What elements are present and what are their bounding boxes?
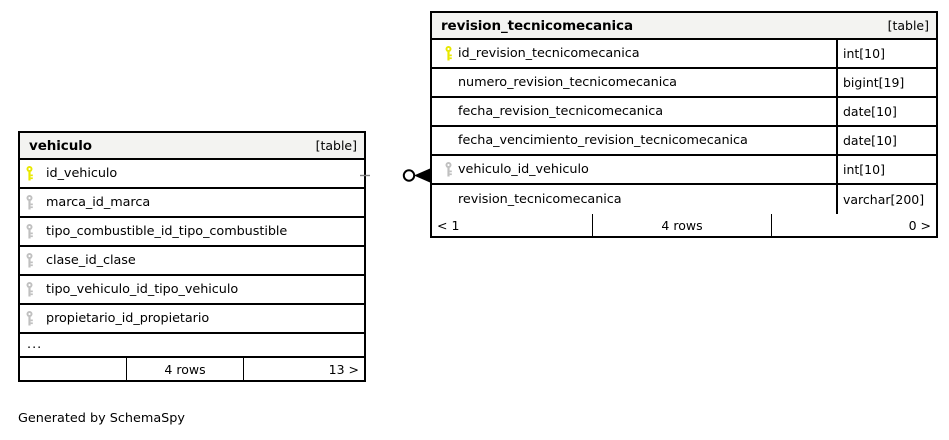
- column-name-cell: id_revision_tecnicomecanica: [432, 40, 836, 67]
- footer-prev-link[interactable]: [20, 358, 126, 380]
- table-title: vehiculo: [29, 137, 92, 154]
- footer-row-count: 4 rows: [126, 358, 244, 380]
- table-type-tag: [table]: [315, 138, 357, 153]
- column-type-cell: varchar[200]: [836, 185, 936, 214]
- key-icon-gray: [20, 276, 39, 303]
- key-icon-yellow: [20, 160, 39, 187]
- table-header-vehiculo: vehiculo [table]: [20, 133, 364, 160]
- diagram-caption: Generated by SchemaSpy: [18, 411, 185, 426]
- column-type-cell: int[10]: [836, 40, 936, 67]
- table-type-tag: [table]: [887, 18, 929, 33]
- table-row[interactable]: fecha_vencimiento_revision_tecnicomecani…: [432, 127, 936, 156]
- table-row[interactable]: tipo_combustible_id_tipo_combustible: [20, 218, 364, 247]
- entity-table-vehiculo[interactable]: vehiculo [table] id_vehiculo: [18, 131, 366, 382]
- table-row[interactable]: revision_tecnicomecanica varchar[200]: [432, 185, 936, 214]
- table-footer-revision-tecnicomecanica: < 1 4 rows 0 >: [432, 214, 936, 236]
- key-icon-gray: [20, 189, 39, 216]
- key-icon-placeholder: [439, 69, 458, 96]
- column-name-cell: numero_revision_tecnicomecanica: [432, 69, 836, 96]
- column-name-cell: fecha_vencimiento_revision_tecnicomecani…: [432, 127, 836, 154]
- truncation-indicator: ...: [20, 334, 364, 358]
- table-row[interactable]: marca_id_marca: [20, 189, 364, 218]
- footer-row-count: 4 rows: [592, 214, 772, 236]
- key-icon-yellow: [439, 40, 458, 67]
- key-icon-gray: [439, 156, 458, 183]
- key-icon-gray: [20, 247, 39, 274]
- column-name-cell: revision_tecnicomecanica: [432, 185, 836, 214]
- entity-table-revision-tecnicomecanica[interactable]: revision_tecnicomecanica [table]: [430, 11, 938, 238]
- column-name-cell: marca_id_marca: [46, 195, 151, 210]
- table-row[interactable]: propietario_id_propietario: [20, 305, 364, 334]
- column-name-cell: id_vehiculo: [46, 166, 118, 181]
- column-name-cell: tipo_vehiculo_id_tipo_vehiculo: [46, 282, 239, 297]
- footer-prev-link[interactable]: < 1: [437, 217, 460, 233]
- relationship-connector: [360, 168, 430, 183]
- column-type-cell: int[10]: [836, 156, 936, 183]
- table-header-revision-tecnicomecanica: revision_tecnicomecanica [table]: [432, 13, 936, 40]
- key-icon-placeholder: [439, 185, 458, 214]
- column-name-cell: vehiculo_id_vehiculo: [432, 156, 836, 183]
- column-name-cell: tipo_combustible_id_tipo_combustible: [46, 224, 288, 239]
- column-name-cell: clase_id_clase: [46, 253, 136, 268]
- table-footer-vehiculo: 4 rows 13 >: [20, 358, 364, 380]
- column-list-revision-tecnicomecanica: id_revision_tecnicomecanica int[10] nume…: [432, 40, 936, 214]
- table-row[interactable]: clase_id_clase: [20, 247, 364, 276]
- footer-next-link[interactable]: 13 >: [328, 361, 359, 377]
- column-list-vehiculo: id_vehiculo marca_id_marca: [20, 160, 364, 358]
- key-icon-placeholder: [439, 98, 458, 125]
- key-icon-placeholder: [439, 127, 458, 154]
- table-row[interactable]: id_vehiculo: [20, 160, 364, 189]
- table-row[interactable]: vehiculo_id_vehiculo int[10]: [432, 156, 936, 185]
- column-type-cell: date[10]: [836, 98, 936, 125]
- column-name-cell: fecha_revision_tecnicomecanica: [432, 98, 836, 125]
- table-title: revision_tecnicomecanica: [441, 17, 633, 34]
- key-icon-gray: [20, 305, 39, 332]
- footer-next-link[interactable]: 0 >: [908, 217, 931, 233]
- table-row[interactable]: tipo_vehiculo_id_tipo_vehiculo: [20, 276, 364, 305]
- column-name-cell: propietario_id_propietario: [46, 311, 210, 326]
- table-row[interactable]: fecha_revision_tecnicomecanica date[10]: [432, 98, 936, 127]
- column-type-cell: bigint[19]: [836, 69, 936, 96]
- table-row[interactable]: id_revision_tecnicomecanica int[10]: [432, 40, 936, 69]
- column-type-cell: date[10]: [836, 127, 936, 154]
- table-row[interactable]: numero_revision_tecnicomecanica bigint[1…: [432, 69, 936, 98]
- key-icon-gray: [20, 218, 39, 245]
